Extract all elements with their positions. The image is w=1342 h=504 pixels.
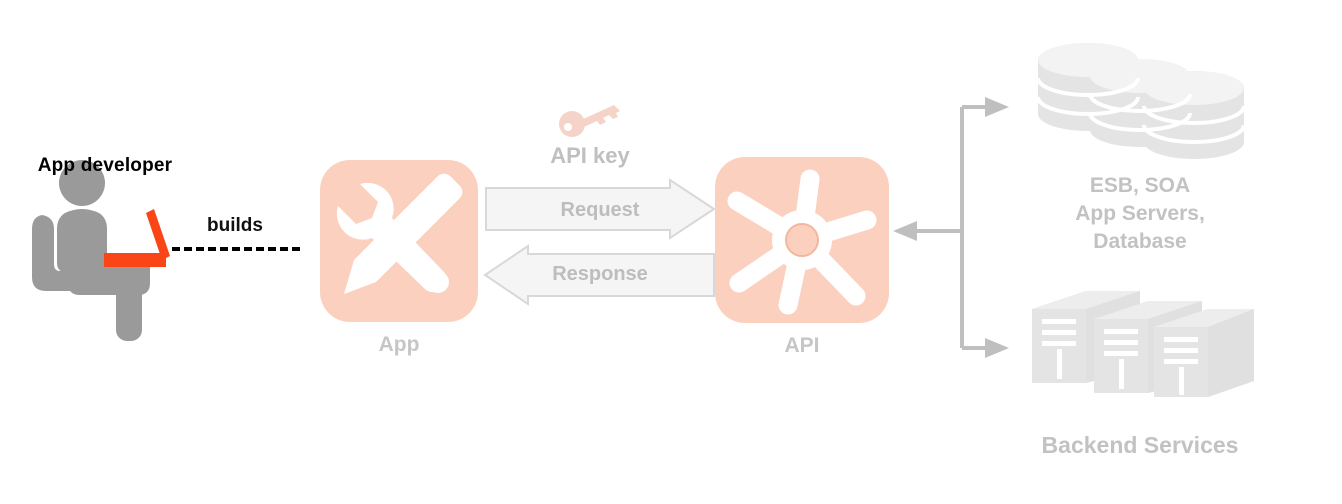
arrowhead-to-servers (985, 338, 1009, 358)
builds-label: builds (207, 215, 263, 236)
api-hub-star-icon (727, 169, 877, 315)
wrench-and-pencil-icon (336, 173, 463, 294)
backend-branching-connector-icon (893, 97, 1009, 358)
api-tile[interactable] (715, 157, 889, 323)
app-developer-icon (32, 160, 170, 341)
api-tile-label: API (784, 334, 820, 357)
backend-services-label: Backend Services (1041, 432, 1239, 458)
request-label: Request (560, 199, 640, 221)
esb-label-line-3: Database (1093, 230, 1187, 253)
esb-soa-database-label: ESB, SOA App Servers, Database (1020, 172, 1260, 256)
database-stack-icon (1036, 43, 1246, 159)
key-icon (559, 105, 620, 137)
server-racks-icon (1032, 291, 1254, 397)
app-tile-label: App (378, 333, 420, 356)
response-label: Response (552, 263, 648, 285)
esb-label-line-1: ESB, SOA (1089, 174, 1191, 197)
response-block-arrow-icon[interactable] (482, 244, 716, 306)
arrowhead-to-api (893, 221, 917, 241)
app-developer-label: App developer (37, 155, 173, 176)
request-block-arrow-icon[interactable] (484, 178, 716, 240)
api-key-label: API key (550, 143, 630, 168)
app-tile[interactable] (320, 160, 478, 322)
arrowhead-to-databases (985, 97, 1009, 117)
builds-dashed-line (172, 247, 300, 251)
esb-label-line-2: App Servers, (1075, 202, 1205, 225)
